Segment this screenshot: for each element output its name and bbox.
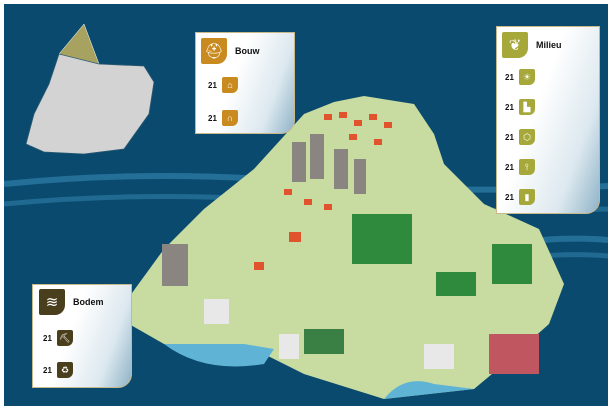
towers: [162, 134, 366, 286]
house-count: 21: [208, 80, 217, 90]
region-map: [25, 23, 155, 155]
digging-count: 21: [43, 333, 52, 343]
houses: [254, 112, 392, 270]
factory-icon[interactable]: ▙: [519, 99, 535, 115]
leaf-icon: ❦: [502, 32, 528, 58]
bodem-title: Bodem: [73, 297, 104, 307]
lightbulb-count: 21: [505, 72, 514, 82]
milieu-card: ❦ Milieu 21 ☀ 21 ▙ 21 ⬡ 21 ⫯ 21 ▮: [496, 26, 600, 214]
island-illustration: [4, 23, 608, 399]
wind-turbine-count: 21: [505, 162, 514, 172]
bouw-title: Bouw: [235, 46, 260, 56]
tunnel-icon[interactable]: ∩: [222, 110, 238, 126]
house-icon[interactable]: ⌂: [222, 77, 238, 93]
recycle-count: 21: [43, 365, 52, 375]
chart-icon[interactable]: ▮: [519, 189, 535, 205]
island-land: [124, 96, 564, 399]
construction-worker-icon: ⛑: [201, 38, 227, 64]
bouw-card: ⛑ Bouw 21 ⌂ 21 ∩: [195, 32, 295, 134]
truck: [436, 272, 476, 296]
digging-icon[interactable]: ⛏: [57, 330, 73, 346]
tunnel-count: 21: [208, 113, 217, 123]
greenhouse-icon[interactable]: ⬡: [519, 129, 535, 145]
recycle-icon[interactable]: ♻: [57, 362, 73, 378]
bodem-card: ≋ Bodem 21 ⛏ 21 ♻: [32, 284, 132, 388]
greenhouses: [352, 214, 532, 284]
infographic-map: ⛑ Bouw 21 ⌂ 21 ∩ ❦ Milieu 21 ☀ 21 ▙ 21 ⬡ 21 ⫯ …: [4, 4, 608, 406]
chart-count: 21: [505, 192, 514, 202]
milieu-title: Milieu: [536, 40, 562, 50]
soil-layers-icon: ≋: [39, 289, 65, 315]
factory-count: 21: [505, 102, 514, 112]
wind-turbine-icon[interactable]: ⫯: [519, 159, 535, 175]
factory: [489, 334, 539, 374]
lightbulb-icon[interactable]: ☀: [519, 69, 535, 85]
greenhouse-count: 21: [505, 132, 514, 142]
